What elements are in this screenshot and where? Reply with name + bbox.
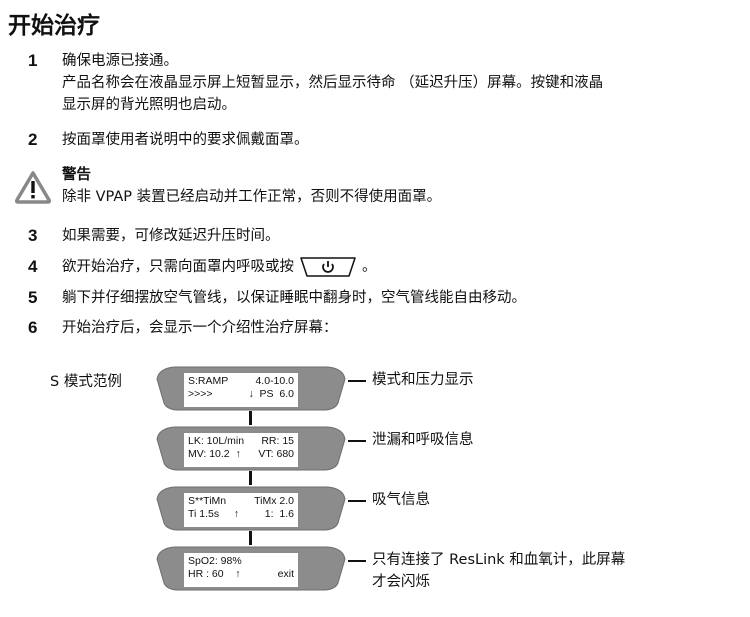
- line: 显示屏的背光照明也启动。: [62, 97, 236, 113]
- step-4-text: 欲开始治疗，只需向面罩内呼吸或按 。: [62, 256, 377, 278]
- leader-line: [348, 440, 366, 442]
- warning-title: 警告: [62, 167, 91, 183]
- text: 。: [362, 259, 377, 275]
- lcd-screen-4: SpO2: 98% HR : 60 ↑ exit: [155, 545, 347, 592]
- connector-line: [249, 411, 252, 425]
- lcd-text: S:RAMP: [188, 375, 229, 387]
- lcd-display: LK: 10L/min RR: 15 MV: 10.2 ↑ VT: 680: [184, 433, 298, 467]
- step-number: 2: [28, 130, 38, 149]
- step-number: 4: [28, 257, 38, 276]
- lcd-text: TiMx 2.0: [254, 495, 294, 507]
- connector-line: [249, 531, 252, 545]
- connector-line: [249, 471, 252, 485]
- lcd-text: 4.0-10.0: [255, 375, 294, 387]
- label-line: 模式和压力显示: [372, 372, 474, 388]
- text: 欲开始治疗，只需向面罩内呼吸或按: [62, 259, 294, 275]
- warning-icon: [14, 171, 52, 204]
- screen-label: 模式和压力显示: [372, 369, 474, 391]
- lcd-text: RR: 15: [261, 435, 294, 447]
- lcd-text: MV: 10.2 ↑: [188, 448, 241, 460]
- leader-line: [348, 380, 366, 382]
- label-line: 吸气信息: [372, 492, 430, 508]
- step-number: 1: [28, 51, 38, 70]
- lcd-text: HR : 60 ↑: [188, 568, 241, 580]
- lcd-text: ↓ PS 6.0: [248, 388, 294, 400]
- lcd-text: VT: 680: [258, 448, 294, 460]
- lcd-display: S:RAMP 4.0-10.0 >>>> ↓ PS 6.0: [184, 373, 298, 407]
- screen-label: 吸气信息: [372, 489, 430, 511]
- diagram-caption: S 模式范例: [50, 374, 122, 390]
- step-3-text: 如果需要，可修改延迟升压时间。: [62, 228, 280, 244]
- step-1-text: 确保电源已接通。 产品名称会在液晶显示屏上短暂显示，然后显示待命 （延迟升压）屏…: [62, 50, 603, 116]
- label-line: 才会闪烁: [372, 574, 430, 590]
- lcd-display: S**TiMn TiMx 2.0 Ti 1.5s ↑ 1: 1.6: [184, 493, 298, 527]
- lcd-text: SpO2: 98%: [188, 555, 242, 567]
- screen-label: 只有连接了 ResLink 和血氧计，此屏幕才会闪烁: [372, 549, 625, 593]
- step-6-text: 开始治疗后，会显示一个介绍性治疗屏幕：: [62, 320, 338, 336]
- label-line: 泄漏和呼吸信息: [372, 432, 474, 448]
- lcd-screen-1: S:RAMP 4.0-10.0 >>>> ↓ PS 6.0: [155, 365, 347, 412]
- lcd-screen-2: LK: 10L/min RR: 15 MV: 10.2 ↑ VT: 680: [155, 425, 347, 472]
- lcd-text: Ti 1.5s ↑: [188, 508, 239, 520]
- label-line: 只有连接了 ResLink 和血氧计，此屏幕: [372, 552, 626, 568]
- lcd-text: 1: 1.6: [264, 508, 294, 520]
- line: 确保电源已接通。: [62, 53, 178, 69]
- leader-line: [348, 500, 366, 502]
- lcd-display: SpO2: 98% HR : 60 ↑ exit: [184, 553, 298, 587]
- lcd-text: exit: [277, 568, 294, 580]
- step-number: 3: [28, 226, 38, 245]
- step-number: 6: [28, 318, 38, 337]
- step-2-text: 按面罩使用者说明中的要求佩戴面罩。: [62, 132, 309, 148]
- lcd-text: >>>>: [188, 388, 213, 400]
- lcd-text: S**TiMn: [188, 495, 227, 507]
- power-button-icon: [300, 257, 356, 277]
- screen-label: 泄漏和呼吸信息: [372, 429, 474, 451]
- step-5-text: 躺下并仔细摆放空气管线，以保证睡眠中翻身时，空气管线能自由移动。: [62, 290, 526, 306]
- warning-text: 除非 VPAP 装置已经启动并工作正常，否则不得使用面罩。: [62, 189, 442, 205]
- lcd-text: LK: 10L/min: [188, 435, 245, 447]
- leader-line: [348, 560, 366, 562]
- page-title: 开始治疗: [8, 13, 100, 39]
- step-number: 5: [28, 288, 38, 307]
- lcd-screen-3: S**TiMn TiMx 2.0 Ti 1.5s ↑ 1: 1.6: [155, 485, 347, 532]
- line: 产品名称会在液晶显示屏上短暂显示，然后显示待命 （延迟升压）屏幕。按键和液晶: [62, 75, 604, 91]
